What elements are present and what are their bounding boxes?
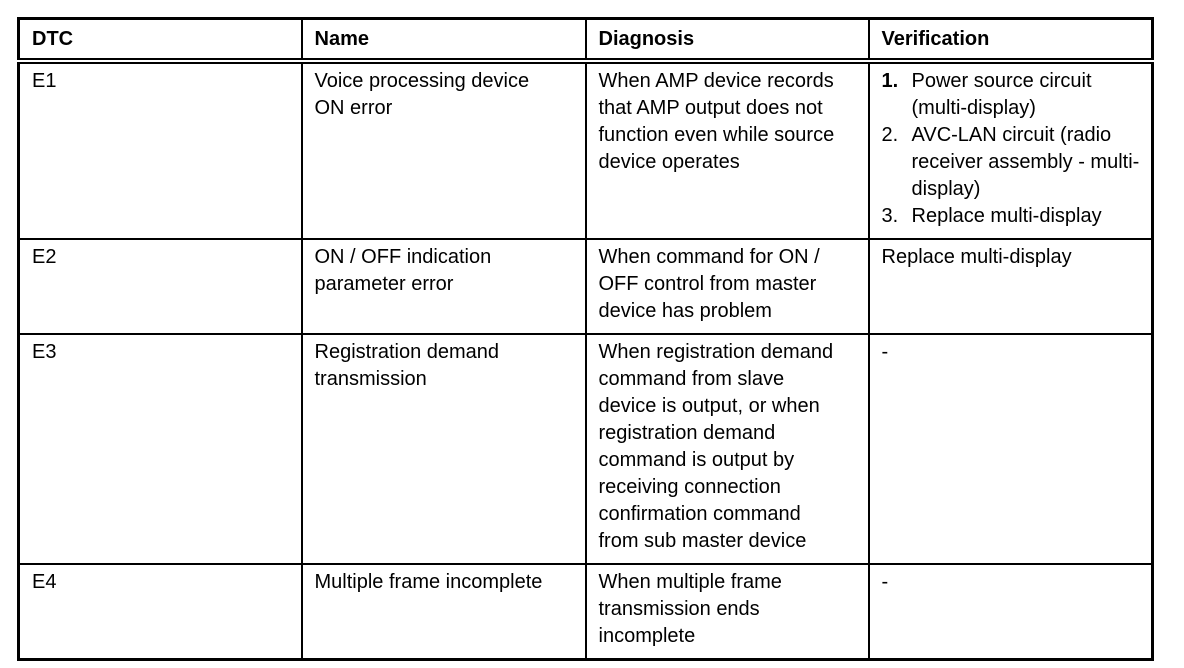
name-cell: Multiple frame incomplete — [300, 563, 587, 661]
list-item-number: 1. — [881, 70, 899, 92]
verification-cell: - — [867, 563, 1154, 661]
column-header-name: Name — [300, 17, 587, 64]
diagnosis-cell: When multiple frame transmission ends in… — [584, 563, 870, 661]
verification-cell: 1. Power source circuit (multi-display) … — [867, 60, 1154, 240]
name-cell: Registration demand transmission — [300, 333, 587, 565]
list-item-text: Replace multi-display — [911, 205, 1102, 227]
diagnosis-cell: When AMP device records that AMP output … — [584, 60, 870, 240]
dtc-table: DTC Name Diagnosis Verification E1 Voice… — [17, 17, 1154, 661]
table-row: E4 Multiple frame incomplete When multip… — [17, 563, 1154, 661]
list-item: 3. Replace multi-display — [882, 203, 1146, 230]
column-header-dtc: DTC — [17, 17, 303, 64]
dtc-code-cell: E1 — [17, 60, 303, 240]
list-item: 1. Power source circuit (multi-display) — [882, 68, 1146, 122]
table-row: E1 Voice processing device ON error When… — [17, 60, 1154, 240]
list-item: 2. AVC-LAN circuit (radio receiver assem… — [882, 122, 1146, 203]
diagnosis-cell: When registration demand command from sl… — [584, 333, 870, 565]
name-cell: Voice processing device ON error — [300, 60, 587, 240]
column-header-diagnosis: Diagnosis — [584, 17, 870, 64]
table-row: E2 ON / OFF indication parameter error W… — [17, 238, 1154, 335]
name-cell: ON / OFF indication parameter error — [300, 238, 587, 335]
table-header-row: DTC Name Diagnosis Verification — [17, 17, 1154, 64]
dtc-code-cell: E4 — [17, 563, 303, 661]
table-row: E3 Registration demand transmission When… — [17, 333, 1154, 565]
verification-cell: - — [867, 333, 1154, 565]
dtc-code-cell: E2 — [17, 238, 303, 335]
dtc-code-cell: E3 — [17, 333, 303, 565]
list-item-text: AVC-LAN circuit (radio receiver assembly… — [911, 124, 1140, 200]
list-item-number: 2. — [881, 124, 899, 146]
list-item-text: Power source circuit (multi-display) — [911, 70, 1092, 119]
list-item-number: 3. — [881, 205, 899, 227]
diagnosis-cell: When command for ON / OFF control from m… — [584, 238, 870, 335]
verification-cell: Replace multi-display — [867, 238, 1154, 335]
verification-steps-list: 1. Power source circuit (multi-display) … — [882, 68, 1146, 230]
column-header-verification: Verification — [867, 17, 1154, 64]
